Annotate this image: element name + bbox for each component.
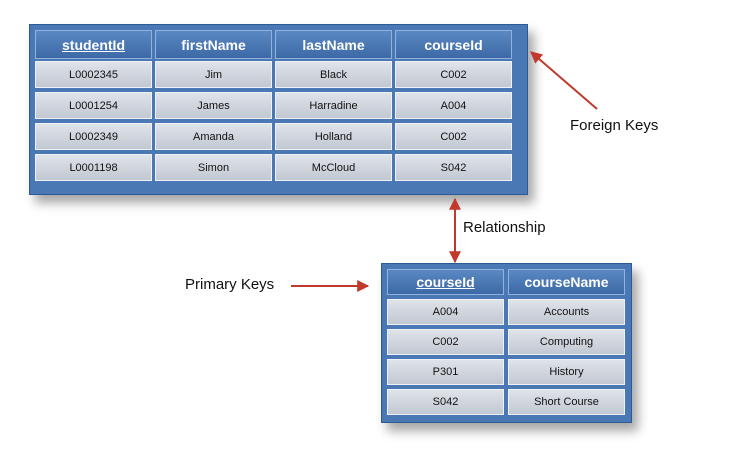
table-cell: Jim xyxy=(155,61,272,88)
table-cell: L0002349 xyxy=(35,123,152,150)
header-courseid: courseId xyxy=(395,30,512,59)
table-cell: A004 xyxy=(387,299,504,325)
table-cell: C002 xyxy=(395,123,512,150)
table-cell: S042 xyxy=(395,154,512,181)
header-studentid: studentId xyxy=(35,30,152,59)
foreign-keys-label: Foreign Keys xyxy=(570,117,659,134)
table-cell: C002 xyxy=(387,329,504,355)
table-cell: S042 xyxy=(387,389,504,415)
course-table: courseId courseName A004 Accounts C002 C… xyxy=(381,263,632,423)
table-cell: History xyxy=(508,359,625,385)
student-table: studentId firstName lastName courseId L0… xyxy=(29,24,528,195)
table-cell: Simon xyxy=(155,154,272,181)
table-cell: McCloud xyxy=(275,154,392,181)
table-cell: Holland xyxy=(275,123,392,150)
primary-keys-label: Primary Keys xyxy=(185,276,275,293)
table-cell: L0002345 xyxy=(35,61,152,88)
relationship-label: Relationship xyxy=(463,219,546,236)
table-cell: Short Course xyxy=(508,389,625,415)
table-cell: Computing xyxy=(508,329,625,355)
header-lastname: lastName xyxy=(275,30,392,59)
table-cell: A004 xyxy=(395,92,512,119)
table-cell: P301 xyxy=(387,359,504,385)
table-cell: L0001254 xyxy=(35,92,152,119)
header-firstname: firstName xyxy=(155,30,272,59)
table-cell: James xyxy=(155,92,272,119)
table-cell: Harradine xyxy=(275,92,392,119)
foreign-key-arrow xyxy=(530,51,598,110)
table-cell: Accounts xyxy=(508,299,625,325)
table-cell: Amanda xyxy=(155,123,272,150)
table-cell: Black xyxy=(275,61,392,88)
table-cell: C002 xyxy=(395,61,512,88)
header-coursename: courseName xyxy=(508,269,625,295)
table-cell: L0001198 xyxy=(35,154,152,181)
header-courseid: courseId xyxy=(387,269,504,295)
